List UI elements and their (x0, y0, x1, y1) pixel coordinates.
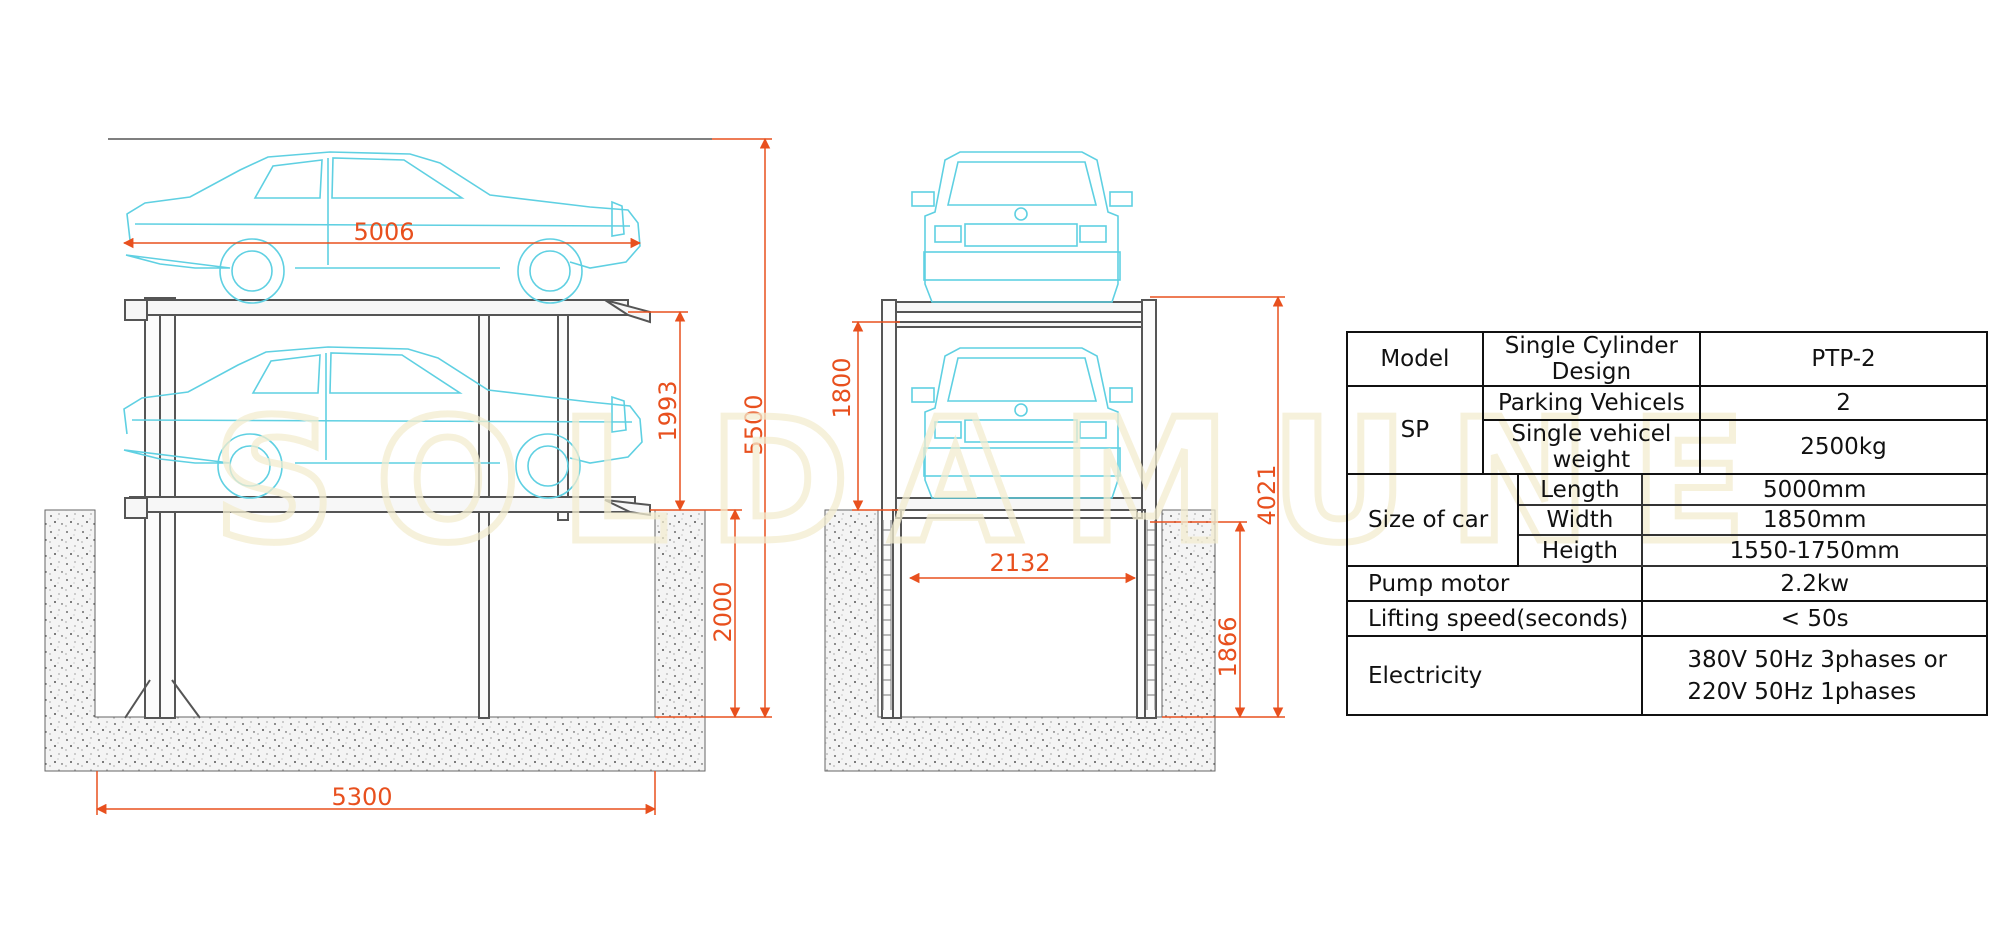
upper-car-front (911, 151, 1133, 303)
width-value: 1850mm (1641, 504, 1988, 536)
dim-car-length: 5006 (353, 218, 414, 246)
electricity-value: 380V 50Hz 3phases or 220V 50Hz 1phases (1641, 635, 1988, 716)
speed-value: < 50s (1641, 600, 1988, 637)
size-label: Size of car (1346, 473, 1519, 567)
front-view: 1800 4021 2132 1866 (824, 151, 1285, 772)
front-pit-concrete (824, 509, 1216, 772)
parking-vehicles-label: Parking Vehicels (1481, 385, 1702, 421)
lower-car-front (911, 347, 1133, 499)
pump-label: Pump motor (1345, 565, 1644, 602)
parking-vehicles-value: 2 (1699, 385, 1988, 421)
electricity-label: Electricity (1345, 635, 1644, 716)
length-value: 5000mm (1641, 473, 1988, 506)
electricity-line1: 380V 50Hz 3phases or (1687, 646, 1948, 673)
height-value: 1550-1750mm (1641, 534, 1988, 567)
side-platforms (124, 299, 651, 519)
dim-side-level-spacing: 1993 (654, 380, 682, 441)
length-label: Length (1516, 473, 1644, 506)
dim-side-pit-depth: 2000 (709, 581, 737, 642)
sp-label: SP (1346, 385, 1484, 475)
weight-value: 2500kg (1699, 419, 1988, 475)
front-ladders (882, 520, 1156, 710)
dim-front-level-spacing: 1800 (828, 357, 856, 418)
dim-front-inner-width: 2132 (989, 549, 1050, 577)
spec-table: Model Single Cylinder Design PTP-2 SP Pa… (1345, 331, 1988, 716)
dim-front-total-height: 4021 (1253, 464, 1281, 525)
electricity-line2: 220V 50Hz 1phases (1687, 678, 1917, 705)
lower-car-side (123, 346, 643, 499)
dim-pit-length: 5300 (331, 783, 392, 811)
side-dimension-lines (95, 137, 772, 815)
model-label: Model (1346, 331, 1484, 387)
dim-total-height: 5500 (740, 394, 768, 455)
height-label: Heigth (1516, 534, 1644, 567)
dim-front-pit-depth: 1866 (1214, 616, 1242, 677)
width-label: Width (1516, 504, 1644, 536)
speed-label: Lifting speed(seconds) (1345, 600, 1644, 637)
weight-label: Single vehicel weight (1481, 419, 1702, 475)
pump-value: 2.2kw (1641, 565, 1988, 602)
side-view: 5006 1993 5500 2000 5300 (44, 137, 772, 815)
model-code: PTP-2 (1699, 331, 1988, 387)
model-design: Single Cylinder Design (1481, 331, 1702, 387)
front-dimension-lines (852, 295, 1285, 719)
